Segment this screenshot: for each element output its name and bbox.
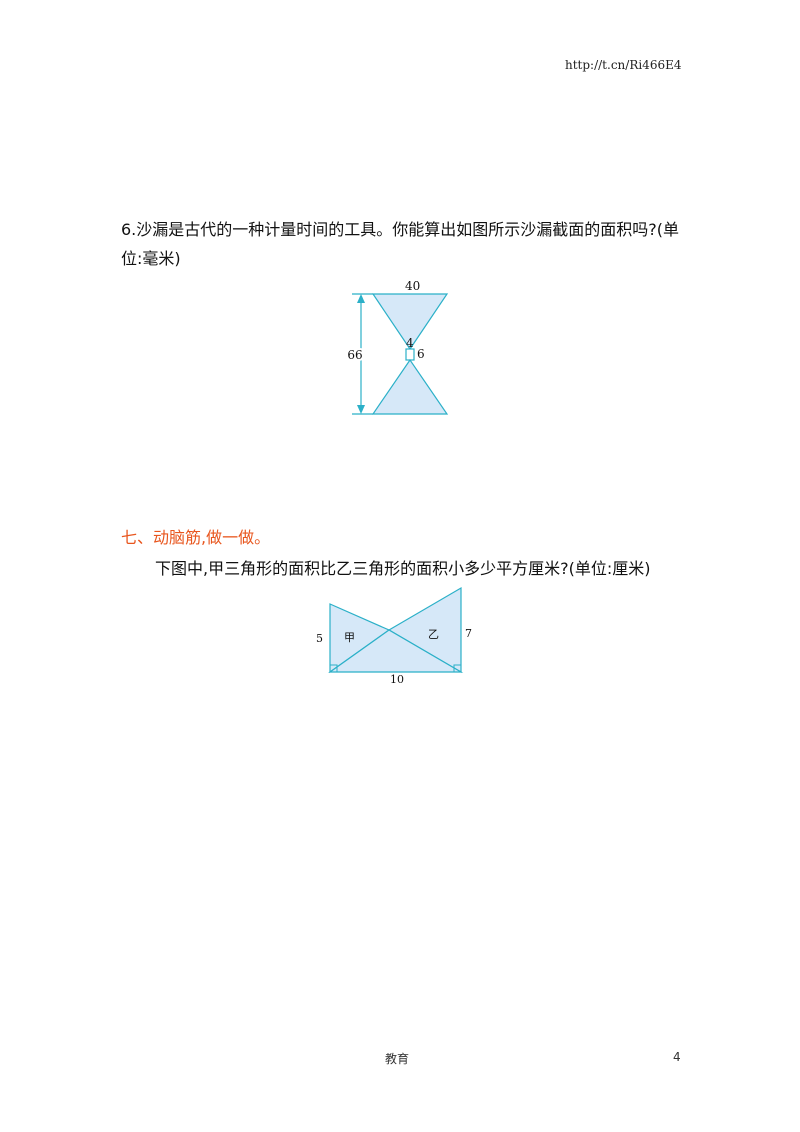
section-7-title: 七、动脑筋,做一做。 bbox=[121, 528, 271, 547]
question-6-text: 6.沙漏是古代的一种计量时间的工具。你能算出如图所示沙漏截面的面积吗?(单位:毫… bbox=[121, 220, 680, 268]
hourglass-figure: 40 66 4 6 bbox=[345, 279, 449, 415]
footer-center-text: 教育 bbox=[385, 1052, 410, 1066]
right-height-label: 7 bbox=[465, 627, 472, 640]
hourglass-neck-height-label: 6 bbox=[417, 347, 425, 361]
hourglass-top-width-label: 40 bbox=[405, 279, 420, 293]
label-jia: 甲 bbox=[344, 631, 355, 644]
hourglass-height-label: 66 bbox=[347, 348, 362, 362]
base-label: 10 bbox=[390, 673, 404, 686]
height-arrow-head-top bbox=[357, 294, 365, 303]
left-height-label: 5 bbox=[316, 632, 323, 645]
label-yi: 乙 bbox=[428, 628, 439, 641]
triangles-figure: 甲 乙 5 7 10 bbox=[316, 586, 472, 686]
header-url: http://t.cn/Ri466E4 bbox=[565, 58, 682, 72]
question-7-text: 下图中,甲三角形的面积比乙三角形的面积小多少平方厘米?(单位:厘米) bbox=[155, 559, 651, 578]
hourglass-top-triangle bbox=[371, 293, 449, 351]
page-number: 4 bbox=[673, 1050, 681, 1064]
height-arrow-head-bottom bbox=[357, 405, 365, 414]
hourglass-neck-width-label: 4 bbox=[406, 336, 414, 350]
hourglass-bottom-triangle bbox=[371, 358, 449, 415]
hourglass-neck bbox=[405, 348, 415, 361]
triangle-middle bbox=[328, 629, 464, 673]
right-angle-mark-left bbox=[329, 664, 338, 673]
right-angle-mark-right bbox=[453, 664, 462, 673]
